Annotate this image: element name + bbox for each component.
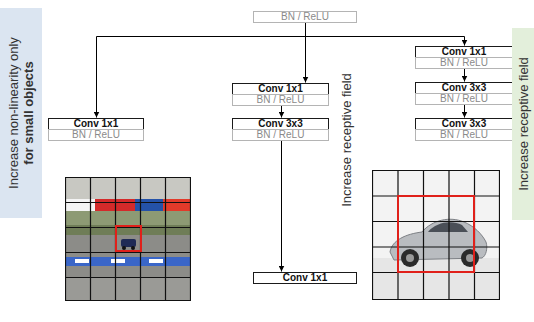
box-label: BN / ReLU — [440, 94, 488, 104]
box-label: Conv 1x1 — [258, 84, 302, 94]
photo-shape — [163, 199, 191, 211]
race-photo — [65, 177, 191, 301]
box-label: Conv 1x1 — [442, 47, 486, 57]
bn-relu-box: BN / ReLU — [48, 129, 144, 141]
photo-shape — [135, 199, 163, 211]
rotated-text: Increase non-linearity onlyfor small obj… — [6, 37, 36, 189]
bn-relu-box: BN / ReLU — [415, 129, 513, 141]
side-band: Increase receptive field — [512, 28, 534, 220]
photo-shape — [65, 178, 191, 301]
photo-shape — [122, 246, 126, 250]
photo-shape — [75, 259, 89, 263]
box-label: BN / ReLU — [440, 58, 488, 68]
photo-shape — [66, 177, 191, 301]
photo-shape — [372, 170, 500, 300]
photo-shape — [65, 177, 191, 301]
photo-shape — [398, 196, 474, 272]
box-label: BN / ReLU — [440, 130, 488, 140]
box-label: BN / ReLU — [257, 95, 305, 105]
bn-relu-box: BN / ReLU — [232, 94, 329, 106]
photo-shape — [466, 254, 474, 262]
photo-shape — [65, 277, 191, 301]
photo-shape — [428, 222, 468, 232]
box-label: BN / ReLU — [281, 12, 329, 22]
conv-box: Conv 1x1 — [253, 272, 357, 284]
rotated-text: Increase receptive field — [516, 57, 531, 191]
bn-relu-box: BN / ReLU — [415, 93, 513, 105]
photo-shape — [65, 257, 191, 266]
photo-shape — [65, 211, 191, 225]
flow-arrow — [464, 105, 465, 118]
band-label: Increase receptive field — [339, 73, 354, 207]
box-label: BN / ReLU — [72, 130, 120, 140]
rotated-text: Increase receptive field — [339, 73, 354, 207]
bn-relu-box: BN / ReLU — [232, 129, 329, 141]
photo-shape — [372, 170, 500, 300]
bn-relu-box: BN / ReLU — [253, 11, 357, 23]
photo-shape — [65, 177, 191, 301]
flow-arrow — [97, 23, 306, 118]
box-label: Conv 3x3 — [442, 119, 486, 129]
photo-shape — [373, 170, 500, 300]
photo-shape — [406, 254, 414, 262]
box-label: Conv 3x3 — [442, 83, 486, 93]
box-label: BN / ReLU — [257, 130, 305, 140]
photo-shape — [111, 259, 125, 263]
box-label: Conv 3x3 — [258, 119, 302, 129]
photo-shape — [131, 246, 135, 250]
photo-shape — [461, 249, 479, 267]
photo-shape — [372, 258, 500, 300]
flow-arrow — [306, 23, 465, 46]
photo-shape — [65, 177, 191, 199]
box-label: Conv 1x1 — [283, 273, 327, 283]
band-label: Increase receptive field — [516, 57, 531, 191]
flow-arrow — [281, 141, 282, 272]
flow-arrow — [281, 106, 282, 118]
band-label: Increase non-linearity only — [6, 37, 21, 189]
photo-shape — [372, 171, 500, 300]
flow-arrow — [464, 69, 465, 82]
band-label: for small objects — [21, 37, 36, 189]
photo-shape — [401, 249, 419, 267]
photo-shape — [121, 239, 136, 247]
car-photo — [372, 170, 500, 300]
bn-relu-box: BN / ReLU — [415, 57, 513, 69]
photo-shape — [65, 235, 191, 301]
side-band: Increase non-linearity onlyfor small obj… — [0, 8, 42, 218]
photo-shape — [149, 259, 163, 263]
side-band: Increase receptive field — [335, 60, 357, 220]
photo-shape — [116, 226, 141, 251]
box-label: Conv 1x1 — [74, 119, 118, 129]
